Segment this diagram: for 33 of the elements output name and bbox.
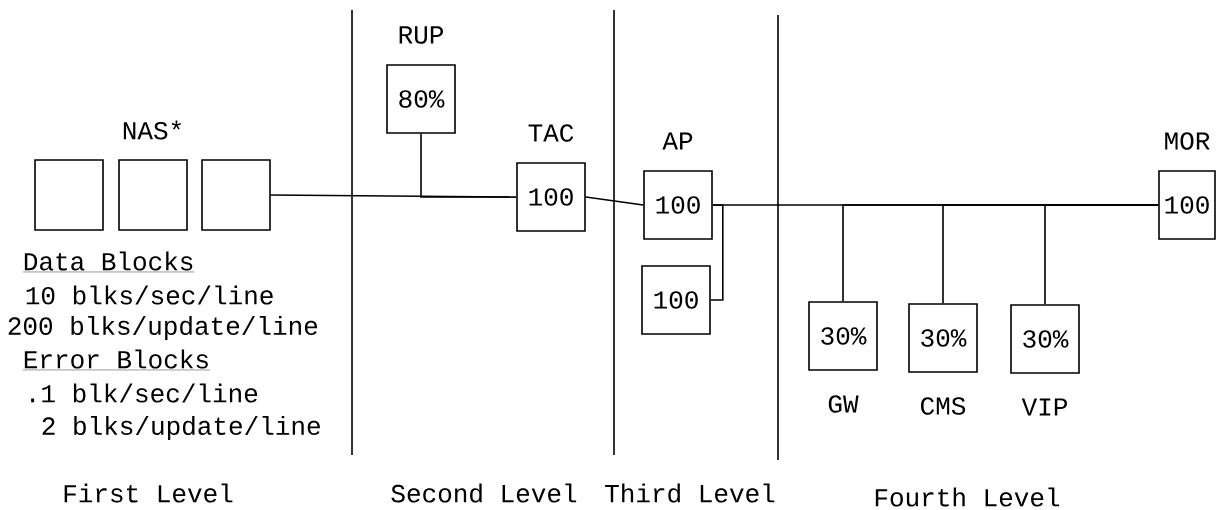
box-label: CMS <box>921 397 966 415</box>
value-box: 30% <box>1010 304 1080 374</box>
level-label: Second Level <box>391 483 577 503</box>
box-label: AP <box>662 132 693 150</box>
value-box: 100 <box>1158 170 1216 240</box>
level-label: Third Level <box>605 483 775 503</box>
value-box: 80% <box>386 64 456 134</box>
heading-text: Data Blocks <box>22 251 195 273</box>
connector-line <box>420 133 517 198</box>
rate-text: .1 blk/sec/line <box>31 383 258 403</box>
empty-box <box>118 159 188 231</box>
group-label: NAS* <box>123 120 182 140</box>
box-label: GW <box>828 395 859 413</box>
value-box: 30% <box>808 301 878 371</box>
rate-text: 10 blks/sec/line <box>26 285 273 305</box>
box-label: RUP <box>399 26 443 44</box>
rate-text: 200 blks/update/line <box>8 315 318 341</box>
box-label: TAC <box>528 124 574 142</box>
empty-box <box>34 159 104 231</box>
value-box: 100 <box>641 265 711 335</box>
connector-line <box>585 196 644 206</box>
rate-text: 2 blks/update/line <box>42 415 320 441</box>
level-label: First Level <box>64 483 233 503</box>
value-box: 100 <box>516 162 586 232</box>
box-label: VIP <box>1021 398 1067 416</box>
connector-line <box>710 204 724 301</box>
empty-box <box>201 159 271 231</box>
value-box: 100 <box>643 170 713 240</box>
heading-text: Error Blocks <box>22 349 211 371</box>
connector-line <box>1044 204 1159 305</box>
value-box: 30% <box>908 303 978 373</box>
level-label: Fourth Level <box>875 487 1060 507</box>
box-label: MOR <box>1165 132 1210 150</box>
